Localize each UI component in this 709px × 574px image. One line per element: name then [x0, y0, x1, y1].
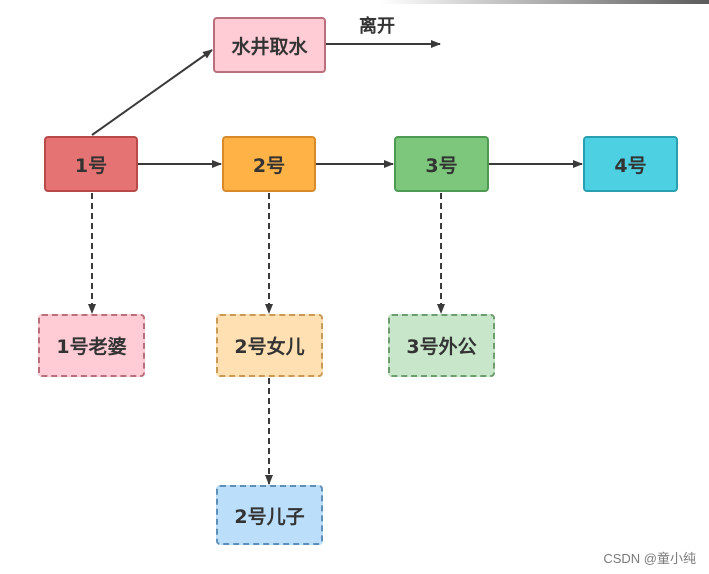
watermark: CSDN @童小纯 — [603, 551, 696, 566]
node-3-label: 3号 — [425, 154, 458, 177]
node-water-label: 水井取水 — [231, 35, 308, 58]
node-2-label: 2号 — [252, 154, 286, 177]
node-1: 1号 — [44, 136, 138, 192]
node-daughter: 2号女儿 — [216, 314, 323, 377]
node-water: 水井取水 — [213, 17, 326, 73]
node-son: 2号儿子 — [216, 485, 323, 545]
node-3: 3号 — [394, 136, 489, 192]
node-wife: 1号老婆 — [38, 314, 145, 377]
node-son-label: 2号儿子 — [234, 505, 305, 528]
node-4-label: 4号 — [614, 154, 647, 177]
node-daughter-label: 2号女儿 — [234, 336, 305, 358]
node-2: 2号 — [222, 136, 316, 192]
edge-1-to-water — [91, 49, 213, 136]
node-4: 4号 — [583, 136, 678, 192]
leave-label: 离开 — [359, 16, 395, 37]
top-edge-bar — [380, 0, 709, 4]
node-grandson: 3号外公 — [388, 314, 495, 377]
node-1-label: 1号 — [74, 154, 108, 177]
node-wife-label: 1号老婆 — [56, 336, 127, 358]
node-grandson-label: 3号外公 — [406, 336, 477, 358]
